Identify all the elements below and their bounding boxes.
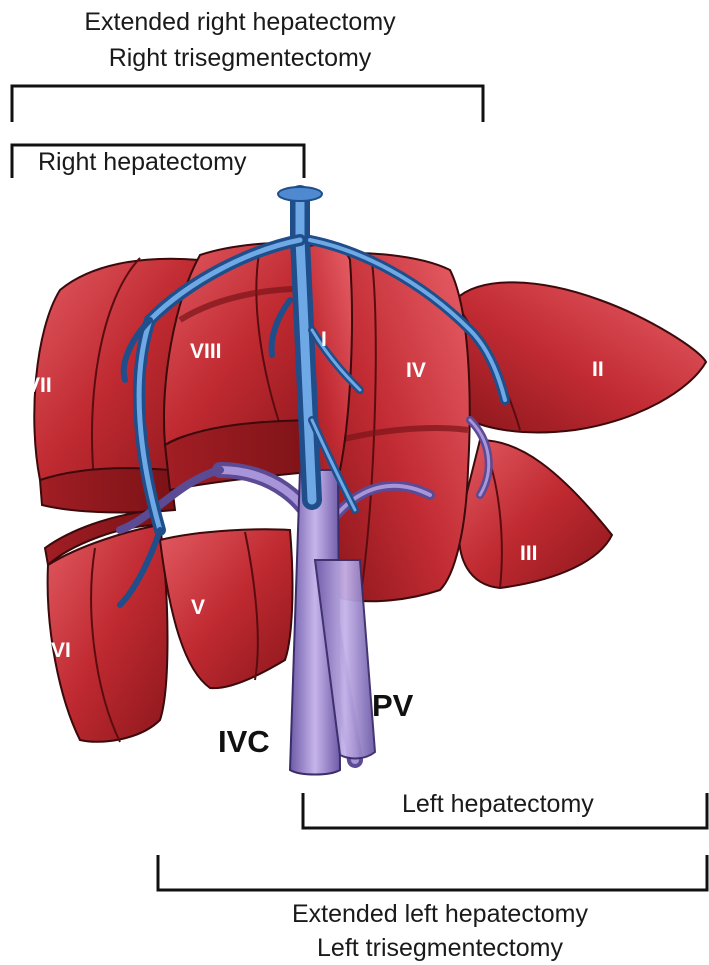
segment-III-label: III <box>520 542 538 565</box>
segment-VI <box>45 510 168 742</box>
segment-V <box>160 529 292 688</box>
segment-II-label: II <box>592 358 604 381</box>
right-hepatectomy-bracket <box>12 145 304 178</box>
segment-VII-label: VII <box>26 374 52 397</box>
left-hepatectomy-bracket <box>303 793 707 828</box>
segment-I-label: I <box>321 328 327 351</box>
segment-III <box>459 440 612 588</box>
segment-VI-label: VI <box>51 639 71 662</box>
segment-IV-label: IV <box>406 359 426 382</box>
segment-VIII-label: VIII <box>190 340 222 363</box>
extended-right-bracket <box>12 86 483 122</box>
extended-left-bracket <box>158 855 707 890</box>
pv-label: PV <box>372 688 414 723</box>
segment-V-label: V <box>191 596 205 619</box>
ivc-label: IVC <box>218 724 270 759</box>
